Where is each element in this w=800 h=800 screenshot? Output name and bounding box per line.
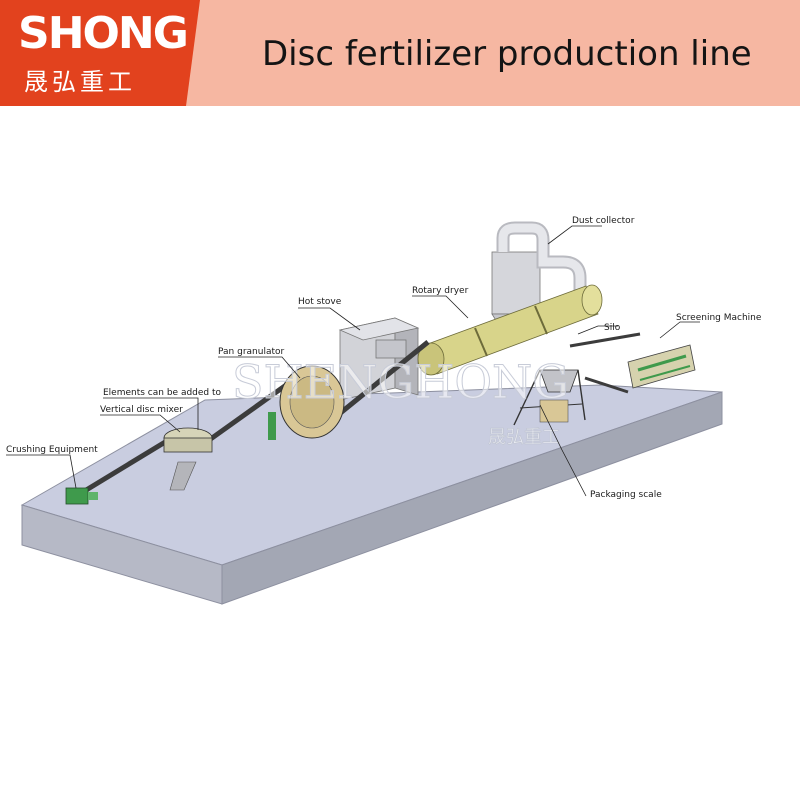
leader-elements [103,397,199,430]
conveyor-5 [584,376,629,394]
rotary-dryer [417,284,603,376]
screening-machine [627,344,696,389]
label-packaging-scale: Packaging scale [590,490,662,500]
leader-dust-collector [547,225,602,245]
conveyor-2 [196,375,298,451]
brand-name: SHONG [18,8,189,59]
crushing-equipment [65,487,98,505]
vertical-disc-mixer [163,427,213,491]
conveyor-4 [569,332,641,348]
watermark-subtitle: 晟弘重工 [488,427,560,448]
leader-hot-stove [298,307,361,331]
pan-granulator [268,365,345,440]
brand-subtitle: 晟弘重工 [24,68,136,96]
brand-logo: SHONG 晟弘重工 [0,0,190,106]
leader-packaging [539,404,587,497]
label-elements-added: Elements can be added to [103,388,222,398]
page-title: Disc fertilizer production line [262,34,752,74]
leader-pan-granulator [218,356,301,379]
leader-screening-machine [659,321,700,339]
platform-side-left [21,504,223,605]
label-crushing-equipment: Crushing Equipment [6,445,98,455]
label-screening-machine: Screening Machine [676,313,762,323]
leader-rotary-dryer [412,295,469,319]
watermark-text: SHENGHONG [232,355,569,409]
brand-box-shape [0,0,200,106]
leader-vertical-mixer [100,414,181,433]
silo-packaging [513,369,586,426]
label-rotary-dryer: Rotary dryer [412,286,469,296]
label-hot-stove: Hot stove [298,297,342,307]
label-dust-collector: Dust collector [572,216,635,226]
leader-crushing [6,454,77,489]
label-pan-granulator: Pan granulator [218,347,284,357]
leader-lines [6,225,700,497]
label-silo: Silo [604,323,621,333]
labels: Dust collector Rotary dryer Hot stove Si… [6,216,762,500]
label-vertical-disc-mixer: Vertical disc mixer [100,405,183,415]
leader-silo [577,325,618,335]
